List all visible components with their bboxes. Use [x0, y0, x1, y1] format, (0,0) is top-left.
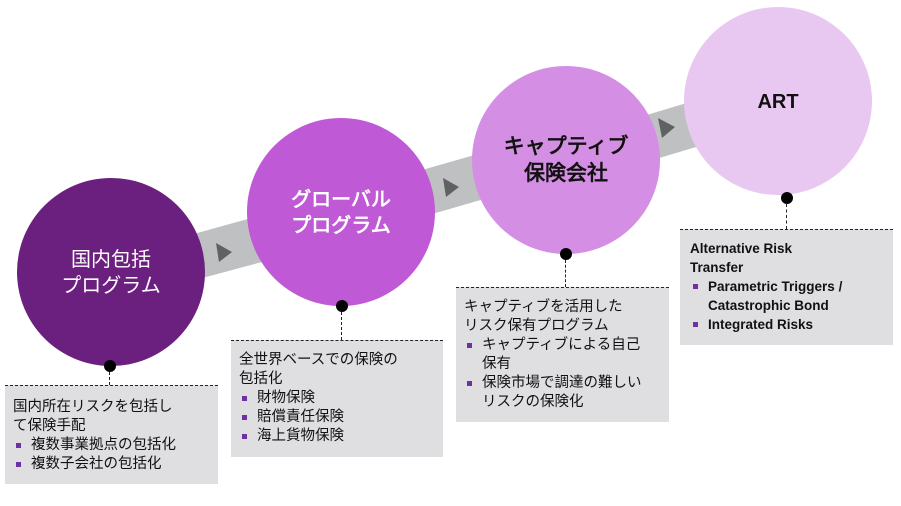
bullet-item: 複数事業拠点の包括化	[13, 436, 210, 455]
stage-title-3: キャプティブ 保険会社	[503, 133, 629, 185]
bullet-list: Parametric Triggers / Catastrophic Bond …	[690, 277, 885, 334]
bullet-item: Integrated Risks	[690, 315, 885, 334]
stage-description-heading: キャプティブを活用した リスク保有プログラム	[464, 299, 623, 334]
bullet-item: 財物保険	[239, 389, 435, 408]
bullet-icon	[693, 322, 698, 327]
connector-band-1	[190, 217, 262, 280]
stage-circle-3	[472, 66, 660, 254]
stage-title-2: グローバル プログラム	[291, 187, 391, 237]
bullet-item: Parametric Triggers / Catastrophic Bond	[690, 277, 885, 315]
bullet-icon	[242, 415, 247, 420]
stage-description-heading: Alternative Risk Transfer	[690, 241, 793, 275]
bullet-icon	[242, 396, 247, 401]
arrow-icon-3	[658, 118, 675, 138]
bullet-item: 海上貨物保険	[239, 427, 435, 446]
connector-line-1	[109, 372, 110, 385]
bullet-icon	[467, 381, 472, 386]
connector-line-2	[341, 312, 342, 340]
stage-title-1: 国内包括 プログラム	[61, 247, 161, 297]
bullet-list: 複数事業拠点の包括化 複数子会社の包括化	[13, 436, 210, 474]
stage-circle-2	[247, 118, 435, 306]
connector-dot-1	[104, 360, 116, 372]
bullet-icon	[242, 434, 247, 439]
stage-description-heading: 全世界ベースでの保険の 包括化	[239, 352, 398, 387]
bullet-icon	[467, 343, 472, 348]
arrow-icon-2	[443, 178, 459, 197]
bullet-item: 賠償責任保険	[239, 408, 435, 427]
stage-circle-4	[684, 7, 872, 195]
bullet-icon	[16, 443, 21, 448]
stage-title-4: ART	[757, 91, 799, 113]
stage-description-4: Alternative Risk Transfer Parametric Tri…	[680, 229, 893, 345]
bullet-icon	[16, 462, 21, 467]
arrow-icon-1	[216, 243, 232, 262]
bullet-icon	[693, 284, 698, 289]
stage-description-1: 国内所在リスクを包括し て保険手配 複数事業拠点の包括化 複数子会社の包括化	[5, 385, 218, 484]
connector-line-4	[786, 204, 787, 229]
stage-description-heading: 国内所在リスクを包括し て保険手配	[13, 399, 173, 434]
bullet-list: 財物保険 賠償責任保険 海上貨物保険	[239, 389, 435, 446]
bullet-item: 複数子会社の包括化	[13, 455, 210, 474]
connector-line-3	[565, 260, 566, 287]
bullet-item: 保険市場で調達の難しい リスクの保険化	[464, 374, 661, 412]
stage-description-2: 全世界ベースでの保険の 包括化 財物保険 賠償責任保険 海上貨物保険	[231, 340, 443, 457]
connector-dot-3	[560, 248, 572, 260]
connector-dot-4	[781, 192, 793, 204]
bullet-list: キャプティブによる自己 保有 保険市場で調達の難しい リスクの保険化	[464, 336, 661, 412]
stage-description-3: キャプティブを活用した リスク保有プログラム キャプティブによる自己 保有 保険…	[456, 287, 669, 422]
stage-circle-1	[17, 178, 205, 366]
bullet-item: キャプティブによる自己 保有	[464, 336, 661, 374]
connector-dot-2	[336, 300, 348, 312]
